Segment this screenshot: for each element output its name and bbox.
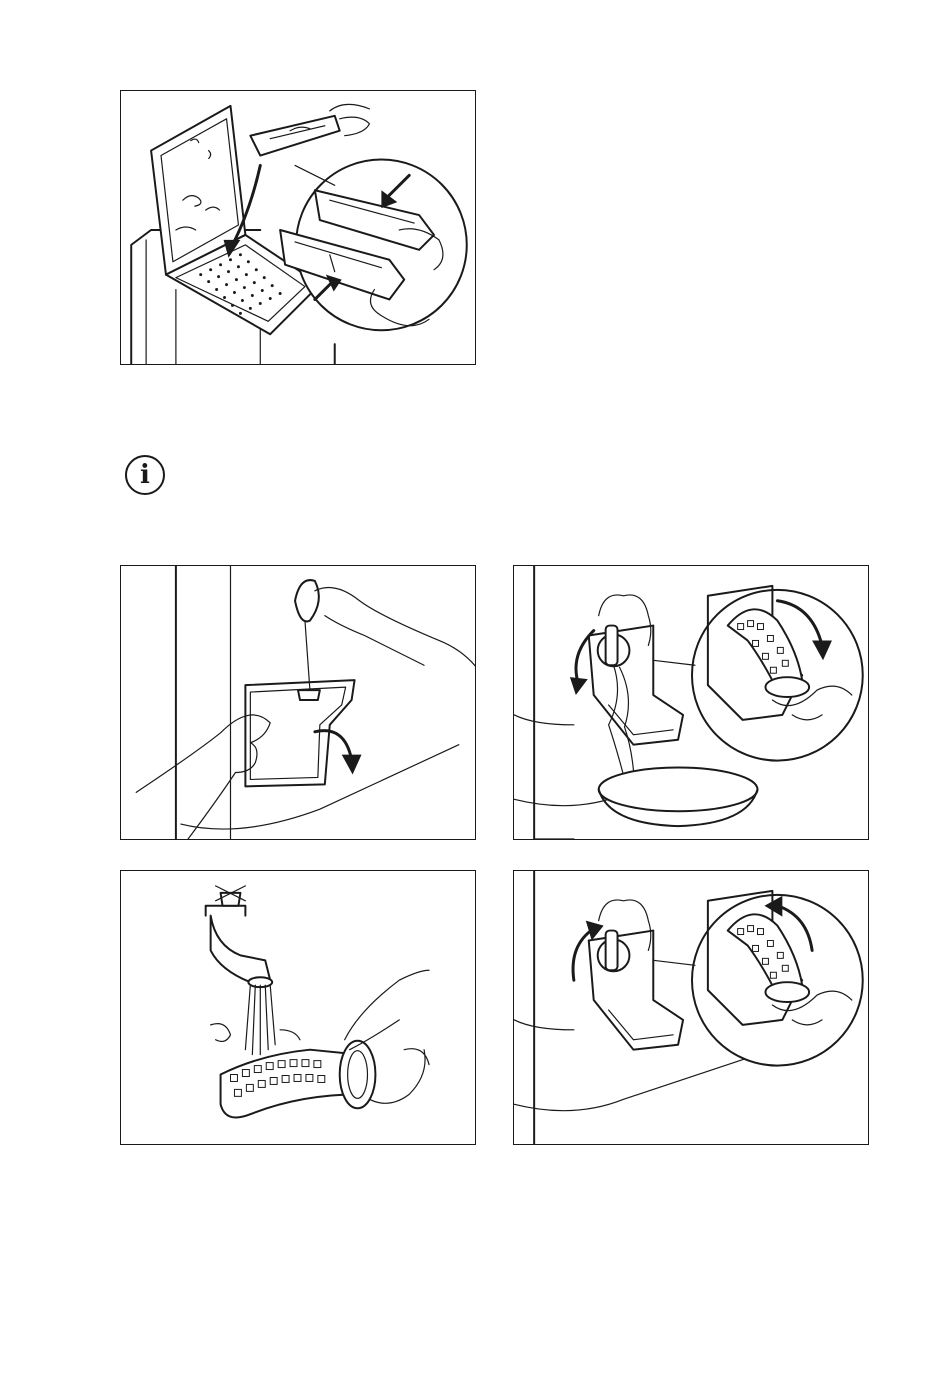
info-icon: i	[125, 455, 165, 495]
fig-remove-coin-trap	[120, 90, 476, 365]
fig-refit-drain-filter	[513, 870, 869, 1145]
fig-open-filter-flap	[120, 565, 476, 840]
coin-trap-removal-illustration	[121, 91, 475, 364]
refit-filter-illustration	[514, 871, 868, 1144]
rinse-filter-illustration	[121, 871, 475, 1144]
unscrew-filter-illustration	[514, 566, 868, 839]
fig-unscrew-drain-filter	[513, 565, 869, 840]
info-glyph: i	[140, 462, 150, 488]
open-flap-illustration	[121, 566, 475, 839]
fig-rinse-filter	[120, 870, 476, 1145]
